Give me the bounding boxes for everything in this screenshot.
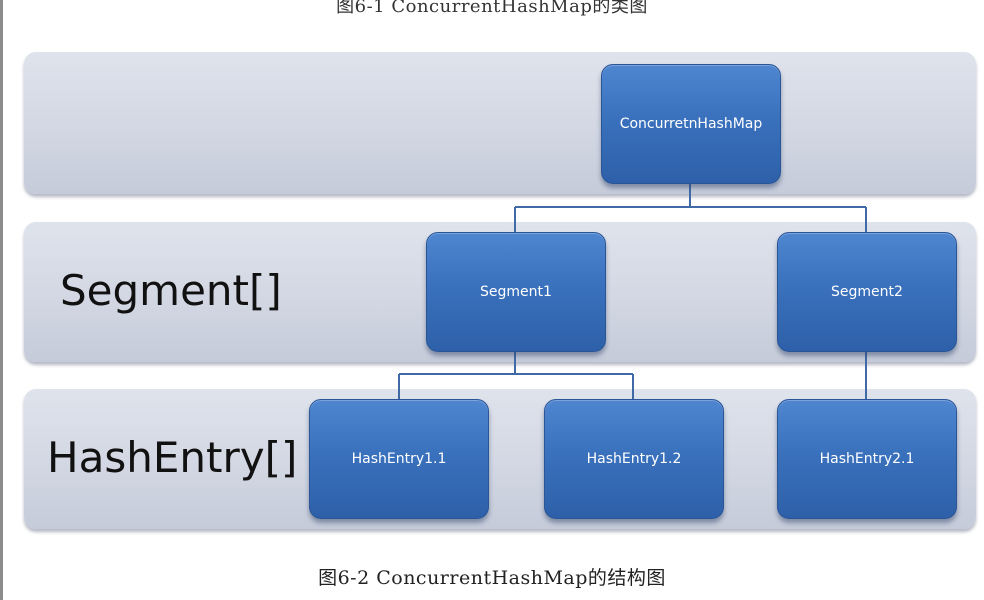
top-caption: 图6-1 ConcurrentHashMap的类图 [336, 0, 648, 17]
node-hashentry12-label: HashEntry1.2 [586, 451, 682, 467]
node-hashentry21-label: HashEntry2.1 [819, 451, 915, 467]
segment-array-label: Segment[] [60, 266, 282, 315]
node-concurrent-hashmap-label: ConcurretnHashMap [619, 116, 763, 132]
node-segment2-label: Segment2 [831, 284, 903, 300]
hashentry-array-label: HashEntry[] [47, 433, 298, 482]
band-map-level [24, 52, 976, 194]
node-hashentry21: HashEntry2.1 [777, 399, 957, 519]
node-hashentry12: HashEntry1.2 [544, 399, 724, 519]
left-border-rule [0, 0, 3, 600]
node-concurrent-hashmap: ConcurretnHashMap [601, 64, 781, 184]
bottom-caption: 图6-2 ConcurrentHashMap的结构图 [318, 567, 666, 589]
node-segment1: Segment1 [426, 232, 606, 352]
node-hashentry11: HashEntry1.1 [309, 399, 489, 519]
node-segment2: Segment2 [777, 232, 957, 352]
node-hashentry11-label: HashEntry1.1 [351, 451, 447, 467]
node-segment1-label: Segment1 [480, 284, 552, 300]
